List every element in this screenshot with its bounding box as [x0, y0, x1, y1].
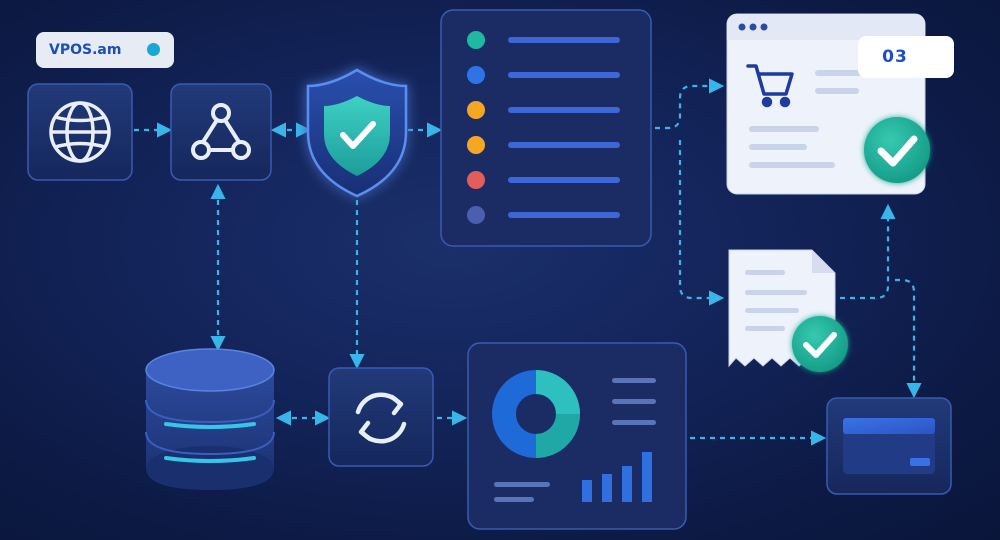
- status-bar: [508, 107, 620, 113]
- globe-icon: [49, 101, 111, 163]
- connector-list-checkout: [655, 78, 725, 130]
- status-list-row: [467, 136, 620, 154]
- credit-card-node: [826, 397, 952, 495]
- status-list-row: [467, 171, 620, 189]
- connector-list-receipt: [678, 140, 725, 306]
- connector-receipt-card: [895, 278, 922, 399]
- status-list-row: [467, 66, 620, 84]
- status-dot: [467, 206, 485, 224]
- security-shield-node: [306, 68, 408, 198]
- status-dot: [467, 101, 485, 119]
- brand-badge: VPOS.am: [36, 32, 174, 68]
- status-dot: [467, 136, 485, 154]
- status-bar: [508, 37, 620, 43]
- step-number: 03: [882, 47, 908, 67]
- step-number-badge: 03: [858, 36, 954, 78]
- status-dot-icon: [147, 43, 160, 56]
- status-list-panel: [440, 9, 652, 247]
- shopping-cart-icon: [746, 64, 794, 108]
- connectors: [134, 78, 922, 446]
- status-dot: [467, 31, 485, 49]
- globe-node: [27, 83, 133, 181]
- connector-receipt-checkout: [840, 203, 896, 300]
- status-dot: [467, 171, 485, 189]
- brand-label: VPOS.am: [49, 42, 122, 58]
- status-bar: [508, 212, 620, 218]
- bar-chart-icon: [582, 452, 652, 502]
- analytics-dashboard-panel: [467, 342, 687, 530]
- receipt-document: [728, 249, 848, 372]
- credit-card-icon: [843, 418, 935, 474]
- status-bar: [508, 142, 620, 148]
- status-bar: [508, 72, 620, 78]
- sync-node: [328, 367, 434, 467]
- check-icon: [864, 117, 930, 183]
- status-list-row: [467, 31, 620, 49]
- status-bar: [508, 177, 620, 183]
- donut-chart-icon: [492, 370, 580, 458]
- status-list-row: [467, 101, 620, 119]
- check-icon: [792, 316, 848, 372]
- sync-icon: [355, 392, 407, 444]
- status-list-row: [467, 206, 620, 224]
- status-dot: [467, 66, 485, 84]
- webhook-node: [170, 83, 272, 181]
- database-icon: [145, 348, 275, 490]
- database-node: [145, 348, 275, 490]
- shield-check-icon: [324, 96, 390, 176]
- webhook-icon: [191, 103, 251, 160]
